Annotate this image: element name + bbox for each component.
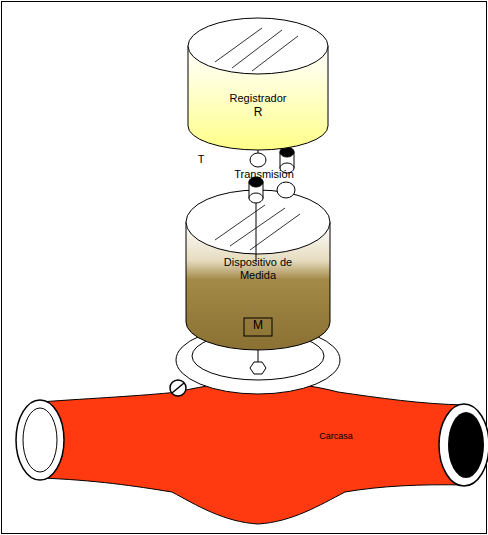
meter-body	[16, 382, 488, 524]
part-letter: R	[198, 106, 318, 119]
screw	[170, 380, 186, 396]
shaft	[256, 196, 257, 262]
part-name: Dispositivo de Medida	[213, 256, 303, 282]
measuring-device-part: Dispositivo de MedidaM	[208, 256, 308, 336]
transmission-label: Transmisión	[222, 168, 306, 181]
housing-part: Carcasa	[306, 430, 366, 446]
register-cylinder	[188, 18, 328, 150]
transmission-letter: T	[194, 153, 208, 166]
register-part: RegistradorR	[198, 92, 318, 126]
measuring-cylinder	[186, 190, 330, 350]
part-letter: M	[244, 319, 272, 332]
part-name: Carcasa	[306, 430, 366, 443]
part-name: Registrador	[198, 92, 318, 105]
